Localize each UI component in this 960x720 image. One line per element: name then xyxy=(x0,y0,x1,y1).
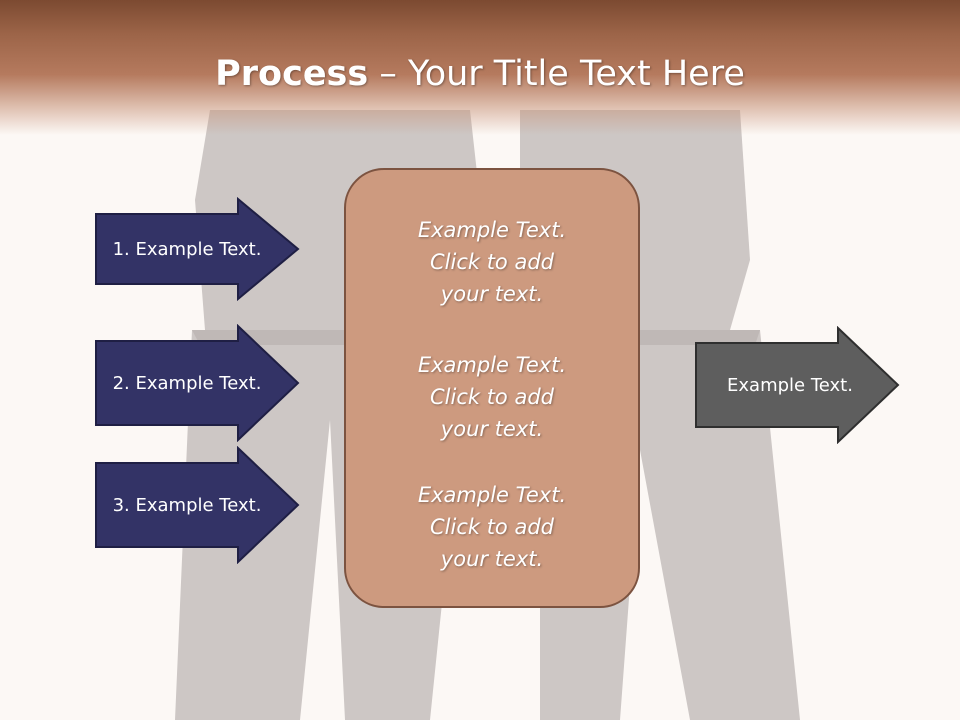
arrow-right-shape xyxy=(695,326,900,444)
title-rest-part: – Your Title Text Here xyxy=(368,54,745,94)
block-2-line-2: Click to add xyxy=(429,385,554,409)
arrow-right-shape xyxy=(95,446,300,564)
right-arrow-label: Example Text. xyxy=(727,374,853,396)
left-arrow-2[interactable]: 2. Example Text. xyxy=(94,324,300,442)
left-arrow-1[interactable]: 1. Example Text. xyxy=(94,197,300,301)
block-1-line-2: Click to add xyxy=(429,250,554,274)
slide-title[interactable]: Process – Your Title Text Here xyxy=(0,52,960,96)
center-text-block-2[interactable]: Example Text. Click to add your text. xyxy=(346,349,638,445)
center-text-block-3[interactable]: Example Text. Click to add your text. xyxy=(346,479,638,575)
block-3-line-3: your text. xyxy=(440,547,544,571)
block-3-line-2: Click to add xyxy=(429,515,554,539)
arrow-right-shape xyxy=(95,197,300,301)
block-1-line-1: Example Text. xyxy=(417,218,567,242)
block-2-line-3: your text. xyxy=(440,417,544,441)
left-arrow-3[interactable]: 3. Example Text. xyxy=(94,446,300,564)
block-1-line-3: your text. xyxy=(440,282,544,306)
center-content-box[interactable]: Example Text. Click to add your text. Ex… xyxy=(344,168,640,608)
left-arrow-2-label: 2. Example Text. xyxy=(112,372,262,394)
center-text-block-1[interactable]: Example Text. Click to add your text. xyxy=(346,214,638,310)
right-arrow[interactable]: Example Text. xyxy=(694,326,900,444)
block-3-line-1: Example Text. xyxy=(417,483,567,507)
title-bold-part: Process xyxy=(215,54,369,94)
block-2-line-1: Example Text. xyxy=(417,353,567,377)
left-arrow-3-label: 3. Example Text. xyxy=(112,494,262,516)
left-arrow-1-label: 1. Example Text. xyxy=(112,238,262,260)
title-band xyxy=(0,0,960,135)
arrow-right-shape xyxy=(95,324,300,442)
